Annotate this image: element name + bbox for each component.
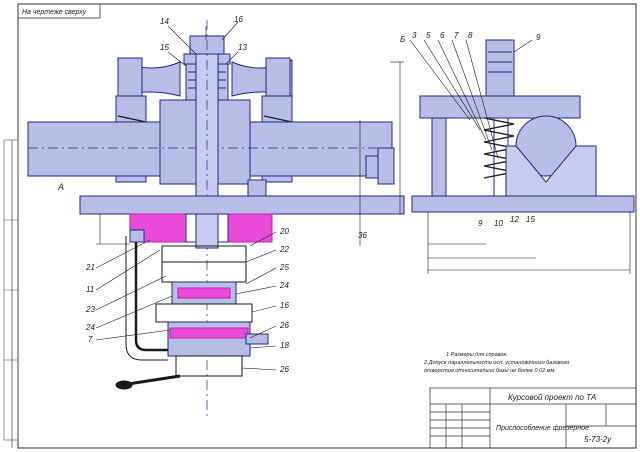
- callout-right-3: 25: [279, 263, 289, 272]
- note-line-3: отверстия относительно базы не более 0,0…: [424, 368, 556, 374]
- callout-left-4: 24: [85, 323, 95, 332]
- side-callout-b-4: 15: [526, 215, 535, 224]
- callout-right-7: 18: [280, 341, 289, 350]
- main-dimensions: [96, 61, 404, 246]
- side-callout-b-3: 12: [510, 215, 519, 224]
- side-callout-3: 3: [412, 31, 417, 40]
- callout-top-4: 13: [238, 43, 247, 52]
- title-name-line: Приспособление фрезерное: [496, 424, 589, 432]
- base-plate: [79, 195, 405, 215]
- title-code: 5-73-2у: [584, 435, 612, 444]
- title-course: Курсовой проект по ТА: [508, 393, 596, 402]
- main-view: [27, 20, 405, 420]
- side-callout-b-2: 10: [494, 219, 503, 228]
- callout-right-4: 24: [279, 281, 289, 290]
- side-callout-6: 6: [440, 31, 445, 40]
- side-callouts: Б 3 5 6 7 8 9 9 10 12 15: [400, 31, 541, 228]
- side-callout-b-1: 9: [478, 219, 483, 228]
- callout-left-2: 11: [86, 285, 94, 294]
- side-post: [431, 117, 447, 197]
- side-dimensions: [409, 39, 631, 274]
- side-letter-b: Б: [400, 35, 405, 44]
- side-callout-8: 8: [468, 31, 473, 40]
- callout-leaders: [95, 21, 277, 371]
- side-callout-7: 7: [454, 31, 459, 40]
- side-top-bolt: [485, 39, 515, 97]
- part-label-36: 36: [358, 231, 367, 240]
- callout-top-2: 16: [234, 15, 243, 24]
- lower-cylinder: [115, 229, 269, 390]
- technical-notes: 1 Размеры для справок. 2 Допуск параллел…: [423, 352, 569, 374]
- side-callout-9: 9: [536, 33, 541, 42]
- callout-top-1: 14: [160, 17, 169, 26]
- sheet-frame: [17, 3, 637, 449]
- note-line-1: 1 Размеры для справок.: [446, 352, 508, 358]
- v-block: [505, 145, 597, 197]
- title-block: [429, 387, 637, 449]
- side-clamp-bar: [419, 95, 581, 119]
- note-line-2: 2 Допуск параллельности осп. установочно…: [423, 360, 569, 366]
- callout-left-3: 23: [85, 305, 95, 314]
- top-left-stamp: На чертеже сверху: [17, 3, 101, 19]
- callout-right-1: 20: [279, 227, 289, 236]
- callout-left-1: 21: [85, 263, 95, 272]
- callout-right-2: 22: [279, 245, 289, 254]
- callouts: 21 11 23 24 7 14 16 15 13 20 22 25 24 16…: [57, 15, 367, 374]
- callout-top-3: 15: [160, 43, 169, 52]
- valve-block: [167, 321, 251, 357]
- callout-right-8: 26: [279, 365, 289, 374]
- stamp-text: На чертеже сверху: [22, 9, 87, 16]
- side-callout-5: 5: [426, 31, 431, 40]
- side-base-plate: [411, 195, 635, 213]
- side-view: [411, 39, 635, 213]
- view-letter-a: А: [57, 182, 64, 192]
- callout-right-6: 26: [279, 321, 289, 330]
- callout-left-5: 7: [88, 335, 93, 344]
- lever-handle: [127, 374, 181, 386]
- pressure-tube: [134, 236, 168, 352]
- callout-right-5: 16: [280, 301, 289, 310]
